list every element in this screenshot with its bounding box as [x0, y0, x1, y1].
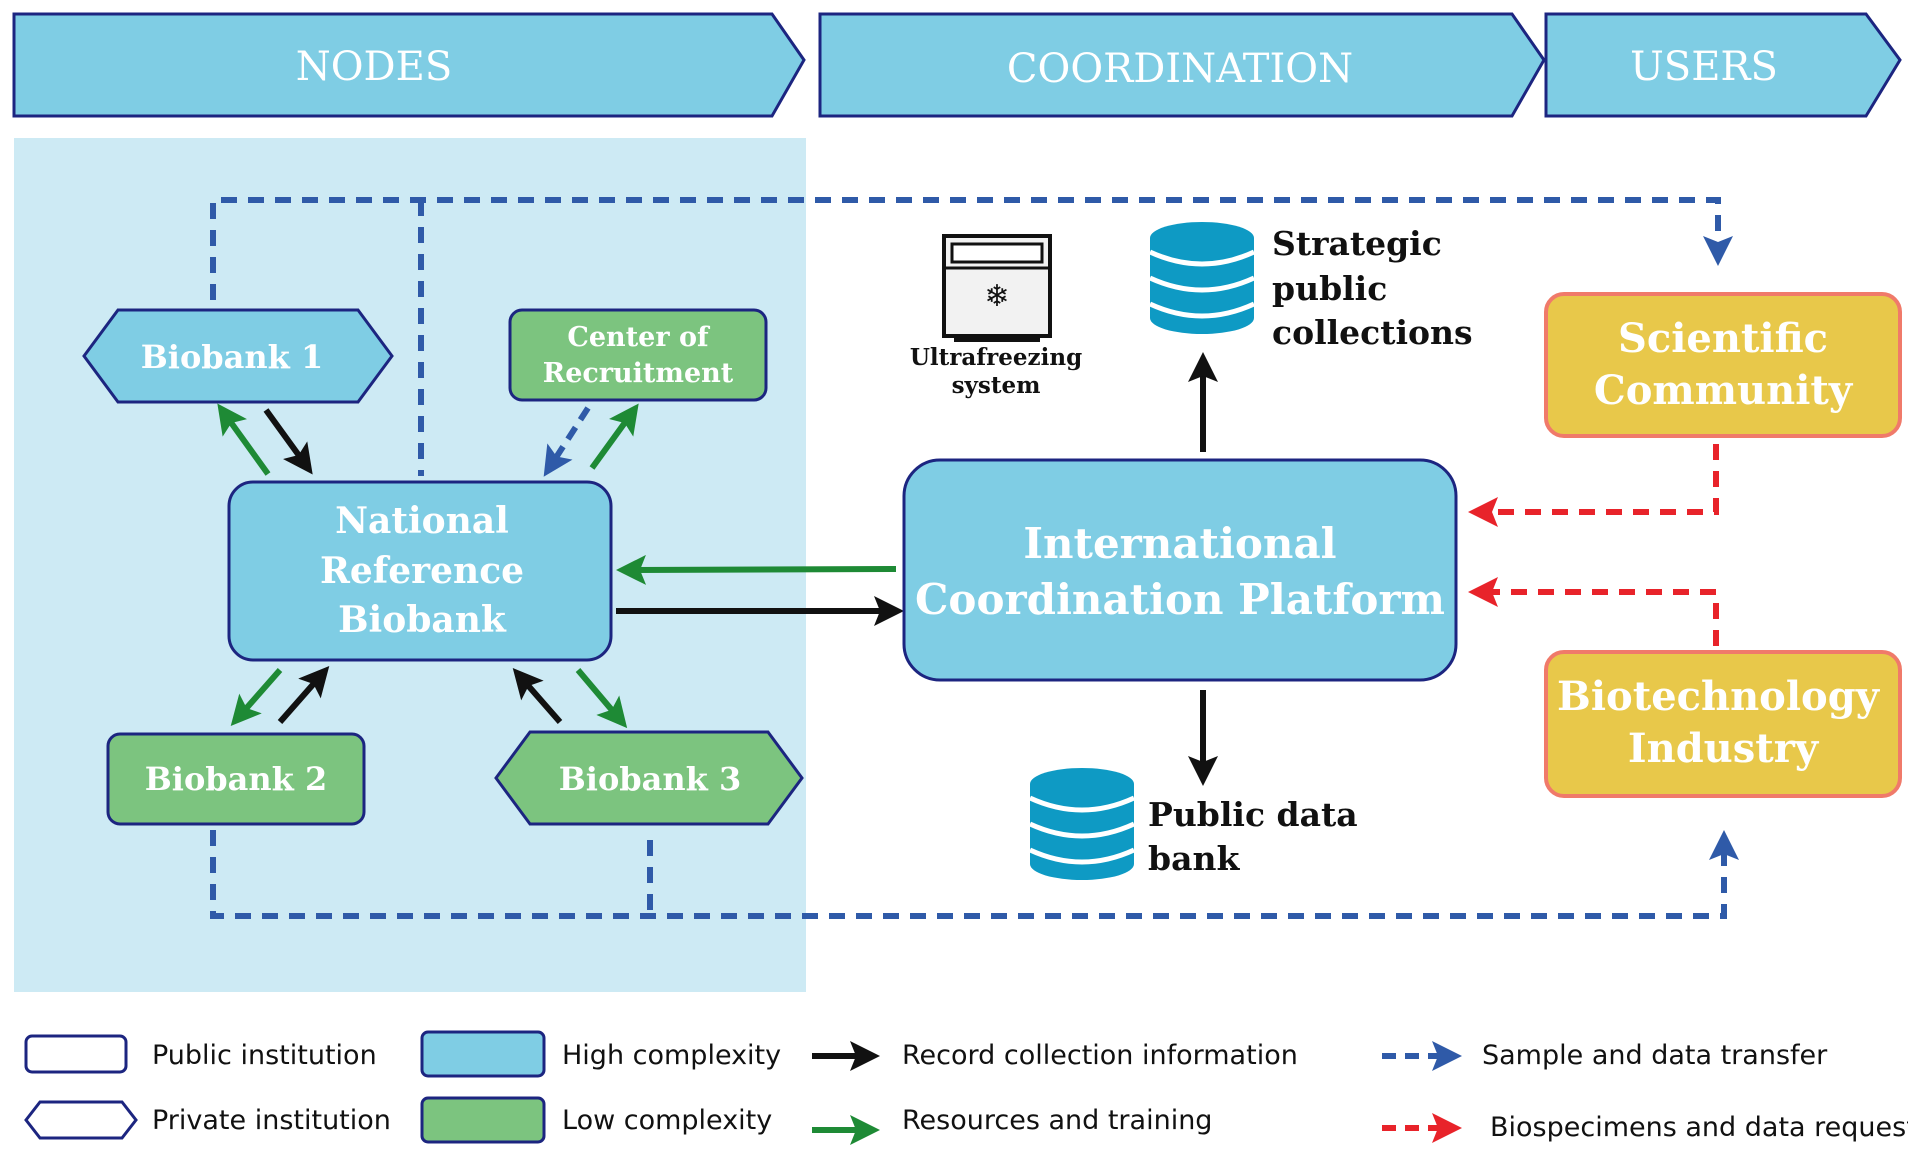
- legend-sample-label: Sample and data transfer: [1482, 1040, 1828, 1071]
- legend-high-label: High complexity: [562, 1040, 781, 1071]
- biobank-1-node: Biobank 1: [82, 308, 394, 404]
- header-nodes-label: NODES: [296, 44, 452, 90]
- freezer-icon: ❄: [942, 234, 1052, 342]
- national-reference-biobank-node: National Reference Biobank: [227, 480, 613, 662]
- ultrafreezing-label-line2: system: [952, 372, 1041, 399]
- biobank-2-label: Biobank 2: [145, 760, 328, 798]
- scientific-label-line1: Scientific: [1618, 315, 1828, 362]
- biotech-label-line1: Biotechnology: [1557, 673, 1881, 720]
- sample-transfer-bottom-route: [210, 830, 1739, 919]
- header-coordination: COORDINATION: [818, 12, 1546, 118]
- platform-label-line1: International: [1023, 519, 1336, 568]
- strategic-label-line2: public: [1272, 269, 1387, 308]
- header-nodes: NODES: [12, 12, 806, 118]
- biotech-label-line2: Industry: [1628, 725, 1820, 772]
- legend-private-swatch: [24, 1100, 138, 1140]
- scientific-label-line2: Community: [1594, 367, 1854, 414]
- legend-low-swatch: [420, 1096, 546, 1144]
- database-icon: [1148, 222, 1256, 334]
- coordination-arrows: [616, 352, 1218, 786]
- biotechnology-industry-node: Biotechnology Industry: [1544, 650, 1902, 798]
- legend: Public institution Private institution H…: [24, 1030, 1908, 1145]
- legend-low-label: Low complexity: [562, 1105, 772, 1136]
- national-label-line1: National: [335, 500, 509, 542]
- biobank-3-node: Biobank 3: [494, 730, 804, 826]
- svg-text:❄: ❄: [984, 279, 1009, 314]
- national-label-line3: Biobank: [338, 599, 507, 641]
- strategic-label-line1: Strategic: [1272, 224, 1442, 263]
- databank-label-line2: bank: [1148, 839, 1240, 878]
- legend-high-swatch: [420, 1030, 546, 1078]
- center-label-line1: Center of: [567, 322, 711, 353]
- biobank-1-label: Biobank 1: [141, 338, 324, 376]
- legend-resources-label: Resources and training: [902, 1105, 1212, 1136]
- node-arrows: [217, 403, 639, 729]
- sample-transfer-top-route: [210, 197, 1733, 476]
- national-label-line2: Reference: [320, 550, 524, 592]
- biobank-3-label: Biobank 3: [559, 760, 742, 798]
- ultrafreezing-label-line1: Ultrafreezing: [910, 344, 1082, 371]
- database-icon: [1028, 768, 1136, 880]
- international-coordination-platform-node: International Coordination Platform: [902, 458, 1458, 682]
- databank-label-line1: Public data: [1148, 795, 1358, 834]
- center-label-line2: Recruitment: [543, 358, 734, 389]
- request-arrows: [1468, 444, 1719, 646]
- legend-public-label: Public institution: [152, 1040, 377, 1071]
- biobank-2-node: Biobank 2: [106, 732, 366, 826]
- header-users-label: USERS: [1630, 44, 1778, 90]
- header-coordination-label: COORDINATION: [1007, 46, 1353, 92]
- legend-public-swatch: [24, 1034, 128, 1074]
- header-users: USERS: [1544, 12, 1902, 118]
- platform-label-line2: Coordination Platform: [915, 575, 1445, 624]
- legend-private-label: Private institution: [152, 1105, 391, 1136]
- strategic-label-line3: collections: [1272, 313, 1473, 352]
- center-of-recruitment-node: Center of Recruitment: [508, 308, 768, 402]
- legend-record-label: Record collection information: [902, 1040, 1298, 1071]
- scientific-community-node: Scientific Community: [1544, 292, 1902, 438]
- legend-request-label: Biospecimens and data request: [1490, 1112, 1908, 1143]
